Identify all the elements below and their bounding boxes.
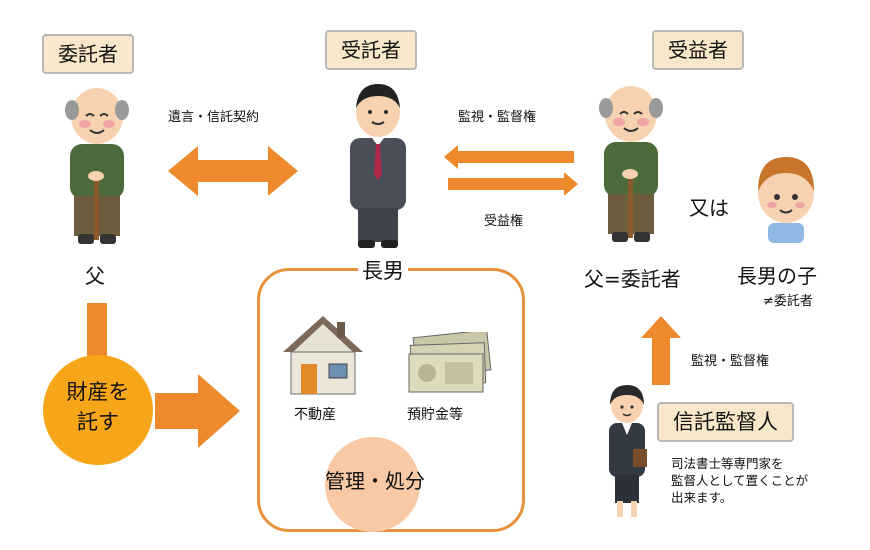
trustee-label: 受託者	[341, 38, 401, 62]
father-eq-settlor-label: 父=委託者	[584, 263, 681, 292]
entrust-property-circle	[43, 355, 153, 465]
father-label: 父	[85, 264, 105, 288]
father-eq-settlor-text: 父=委託者	[584, 267, 681, 291]
arrow-supervisor-up	[641, 316, 681, 385]
note-line-1: 司法書士等専門家を	[671, 456, 784, 471]
boy-face-icon	[758, 157, 814, 243]
house-icon	[283, 316, 363, 395]
note-line-3: 出来ます。	[671, 490, 733, 505]
woman-in-suit-icon	[609, 385, 647, 517]
management-circle	[325, 437, 420, 532]
elderly-man-with-cane-icon	[65, 88, 129, 244]
banknotes-icon	[408, 332, 492, 393]
double-arrow-settlor-trustee	[168, 146, 298, 196]
not-settlor-label: ≠委託者	[763, 294, 813, 309]
trustee-label-box: 受託者	[325, 30, 417, 70]
beneficiary-label-box: 受益者	[652, 30, 744, 70]
bar-father-down	[87, 303, 107, 363]
entrust-property-label: 財産を託す	[66, 380, 130, 434]
monitor-bottom-label: 監視・監督権	[691, 354, 770, 369]
elderly-man-with-cane-icon	[599, 86, 663, 242]
settlor-label-box: 委託者	[42, 34, 134, 74]
supervisor-label: 信託監督人	[673, 410, 778, 434]
or-label: 又は	[689, 196, 729, 220]
son-child-label: 長男の子	[737, 264, 817, 288]
monitor-top-label: 監視・監督権	[458, 110, 537, 125]
beneficiary-label: 受益者	[668, 38, 728, 62]
management-label: 管理・処分	[325, 469, 425, 493]
man-in-suit-icon	[350, 84, 406, 248]
supervisor-label-box: 信託監督人	[657, 402, 794, 442]
note-line-2: 監督人として置くことが	[671, 473, 809, 488]
supervisor-note: 司法書士等専門家を 監督人として置くことが 出来ます。	[671, 455, 808, 506]
real-estate-label: 不動産	[294, 407, 336, 423]
deposits-label: 預貯金等	[407, 407, 463, 423]
will-contract-label: 遺言・信託契約	[168, 110, 260, 125]
arrow-entrust-to-management	[155, 374, 240, 448]
settlor-label: 委託者	[58, 42, 118, 66]
beneficial-right-label: 受益権	[484, 214, 524, 229]
arrow-monitor-to-trustee	[444, 145, 574, 169]
eldest-son-label: 長男	[358, 255, 408, 285]
arrow-beneficial-right	[448, 172, 578, 196]
